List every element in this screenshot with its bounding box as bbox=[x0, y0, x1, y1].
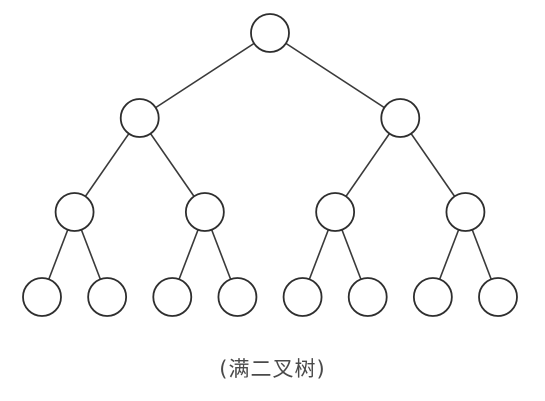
tree-node-l3-n5 bbox=[347, 277, 388, 317]
tree-node-l2-n2 bbox=[315, 192, 356, 232]
tree-node-l3-n1 bbox=[87, 277, 128, 317]
tree-node-l1-n1 bbox=[380, 98, 421, 138]
tree-node-l3-n0 bbox=[22, 277, 62, 317]
tree-node-l2-n3 bbox=[445, 192, 486, 232]
tree-edge-l0-n0-left bbox=[139, 32, 271, 119]
tree-node-l3-n4 bbox=[282, 277, 323, 317]
tree-nodes bbox=[22, 13, 518, 317]
tree-node-l3-n2 bbox=[152, 277, 193, 317]
tree-node-l2-n1 bbox=[184, 192, 225, 232]
diagram-caption: (满二叉树) bbox=[219, 357, 326, 381]
tree-node-l1-n0 bbox=[119, 98, 160, 138]
tree-node-l3-n6 bbox=[412, 277, 453, 317]
tree-edges bbox=[41, 32, 499, 298]
tree-node-l3-n7 bbox=[478, 277, 518, 317]
tree-edge-l0-n0-right bbox=[269, 32, 401, 119]
tree-node-l2-n0 bbox=[54, 192, 95, 232]
tree-node-root bbox=[250, 13, 290, 53]
tree-node-l3-n3 bbox=[217, 277, 258, 317]
